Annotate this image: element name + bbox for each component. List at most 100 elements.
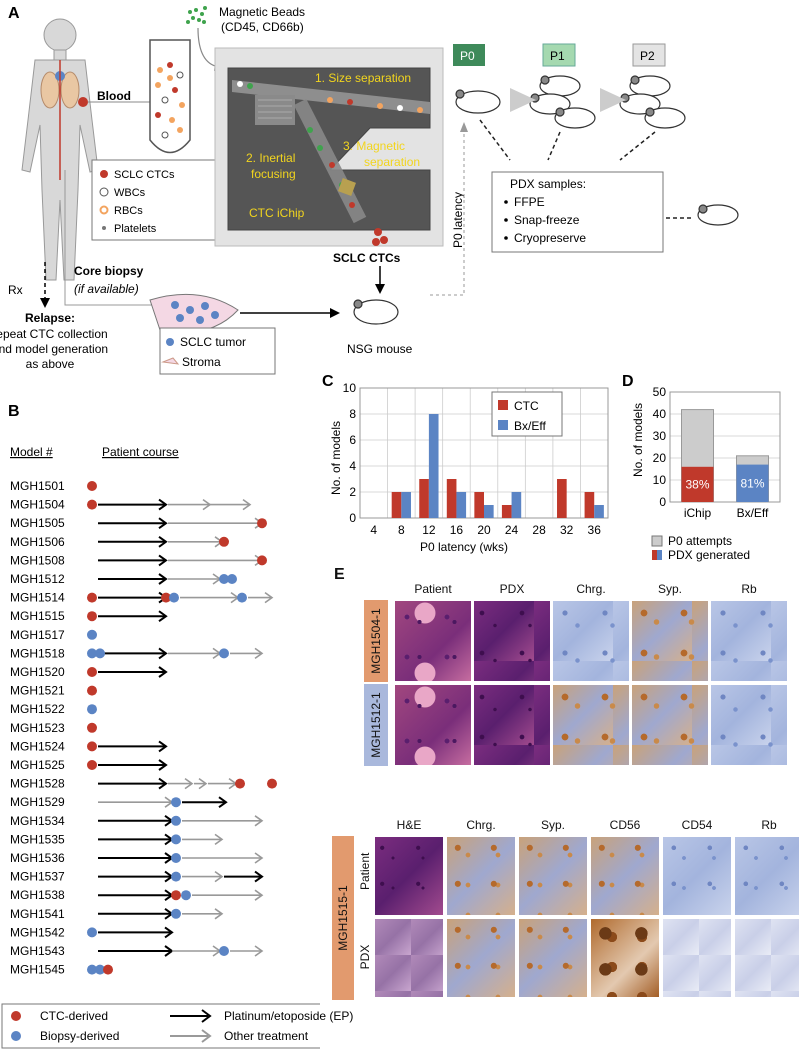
histology-image <box>518 836 588 916</box>
table-row: MGH1523 <box>10 721 97 735</box>
arrowhead <box>158 610 168 623</box>
tube-cells <box>155 62 185 139</box>
chip-step-3b: separation <box>364 155 420 169</box>
arrowhead <box>254 647 264 660</box>
c-legend-ctc: CTC <box>514 399 539 413</box>
model-id: MGH1542 <box>10 925 65 939</box>
table-row: MGH1541 <box>10 907 224 921</box>
model-id: MGH1537 <box>10 870 65 884</box>
row-label-text: MGH1504-1 <box>369 608 383 674</box>
model-id: MGH1517 <box>10 628 65 642</box>
biopsy-derived-dot <box>219 574 229 584</box>
bar-percent-label: 81% <box>740 476 764 490</box>
histology-image <box>662 836 732 916</box>
ctc-derived-dot <box>267 778 277 789</box>
table-row: MGH1506 <box>10 535 229 549</box>
model-id: MGH1504 <box>10 498 65 512</box>
model-id: MGH1529 <box>10 795 65 809</box>
y-tick-label: 40 <box>653 407 667 421</box>
legend-wbcs: WBCs <box>114 187 146 199</box>
arrowhead <box>214 870 224 883</box>
y-tick-label: 0 <box>659 495 666 509</box>
column-header: Syp. <box>657 582 682 596</box>
svg-text:Cryopreserve: Cryopreserve <box>514 231 586 245</box>
arrowhead <box>158 666 168 678</box>
biopsy-derived-dot <box>181 890 191 901</box>
table-row: MGH1528 <box>10 777 277 791</box>
biopsy-derived-dot <box>171 834 181 845</box>
arrowhead <box>158 535 168 548</box>
column-header: Syp. <box>540 818 565 832</box>
ctc-derived-dot <box>87 611 97 622</box>
ctc-derived-dot <box>87 481 97 491</box>
histology-image <box>590 836 660 916</box>
histology-image <box>590 918 660 998</box>
cell-legend-box <box>91 159 221 241</box>
table-row: MGH1515 <box>10 609 168 623</box>
histology-image <box>710 684 788 766</box>
biopsy-derived-dot <box>169 592 179 603</box>
svg-text:Relapse:: Relapse: <box>25 311 75 325</box>
ctc-derived-dot <box>87 667 97 677</box>
legend-sclc-ctcs: SCLC CTCs <box>114 169 175 181</box>
table-row: MGH1543 <box>10 944 264 958</box>
arrowhead <box>158 777 168 790</box>
model-id: MGH1514 <box>10 591 65 605</box>
panel-c-letter: C <box>322 373 334 390</box>
arrowhead <box>254 870 264 883</box>
model-id: MGH1522 <box>10 702 65 716</box>
bar-pdx-generated <box>736 464 769 502</box>
biopsy-derived-dot <box>87 964 97 975</box>
panel-a-letter: A <box>8 5 20 22</box>
biopsy-derived-dot <box>171 815 181 826</box>
ctc-derived-dot <box>219 536 229 547</box>
x-tick-label: iChip <box>684 506 712 520</box>
p0-latency-label: P0 latency <box>451 192 465 248</box>
column-header: CD54 <box>681 818 713 832</box>
arrowhead <box>264 591 274 604</box>
panel-d-letter: D <box>622 373 634 390</box>
x-tick-label: 32 <box>560 523 574 537</box>
panel-b-legend <box>1 1003 320 1049</box>
arrowhead <box>158 759 168 771</box>
table-row: MGH1501 <box>10 479 97 493</box>
table-row: MGH1517 <box>10 628 97 642</box>
table-row: MGH1534 <box>10 814 264 828</box>
panel-a: A Blood SCLC CTCs WBCs RBCs Platelets Ma… <box>0 5 739 375</box>
bar-percent-label: 38% <box>685 477 709 491</box>
arrowhead <box>242 498 252 511</box>
table-row: MGH1524 <box>10 739 168 753</box>
col-course: Patient course <box>102 445 179 459</box>
svg-text:PDX samples:: PDX samples: <box>510 177 586 191</box>
x-tick-label: 12 <box>422 523 436 537</box>
model-id: MGH1520 <box>10 665 65 679</box>
model-id: MGH1535 <box>10 832 65 846</box>
beads-title: Magnetic Beads <box>219 5 305 19</box>
ctc-derived-dot <box>87 722 97 733</box>
model-id: MGH1506 <box>10 535 65 549</box>
x-tick-label: 20 <box>477 523 491 537</box>
ctc-derived-dot <box>87 685 97 696</box>
row-label: MGH1512-1 <box>364 684 388 766</box>
svg-text:CTC-derived: CTC-derived <box>40 1009 108 1023</box>
biopsy-derived-dot <box>219 946 229 956</box>
ctc-derived-dot <box>161 592 171 603</box>
panel-e-letter: E <box>334 566 345 583</box>
table-row: MGH1520 <box>10 665 168 679</box>
model-id: MGH1512 <box>10 572 65 586</box>
y-tick-label: 50 <box>653 385 667 399</box>
x-tick-label: 16 <box>450 523 464 537</box>
table-row: MGH1508 <box>10 553 267 567</box>
x-tick-label: 28 <box>532 523 546 537</box>
table-row: MGH1529 <box>10 795 228 809</box>
biopsy-derived-dot <box>87 629 97 640</box>
table-row: MGH1525 <box>10 758 168 772</box>
table-row: MGH1522 <box>10 702 97 716</box>
legend-platelets: Platelets <box>114 223 157 235</box>
x-tick-label: 36 <box>588 523 602 537</box>
ctc-derived-dot <box>257 518 267 529</box>
histology-image <box>473 684 551 766</box>
ctc-derived-dot <box>87 741 97 752</box>
row-label-text: MGH1512-1 <box>369 692 383 758</box>
